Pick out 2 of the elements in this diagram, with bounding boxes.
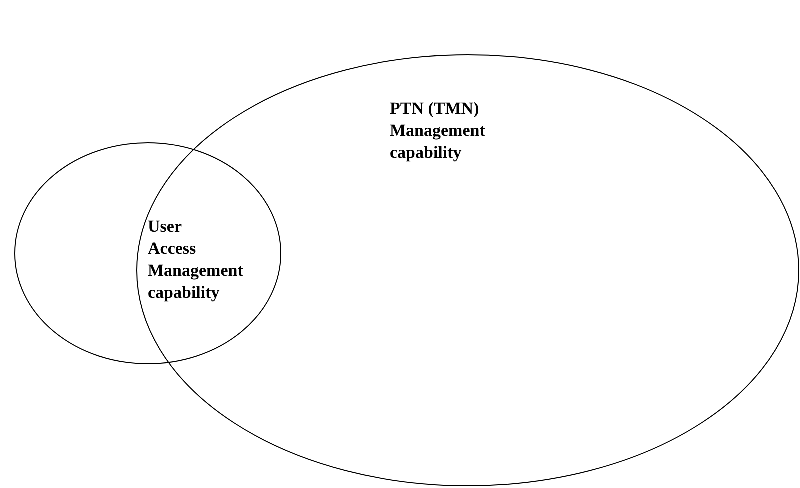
region-label: User Access Management capability bbox=[148, 216, 244, 304]
region-label: PTN (TMN) Management capability bbox=[390, 98, 486, 164]
